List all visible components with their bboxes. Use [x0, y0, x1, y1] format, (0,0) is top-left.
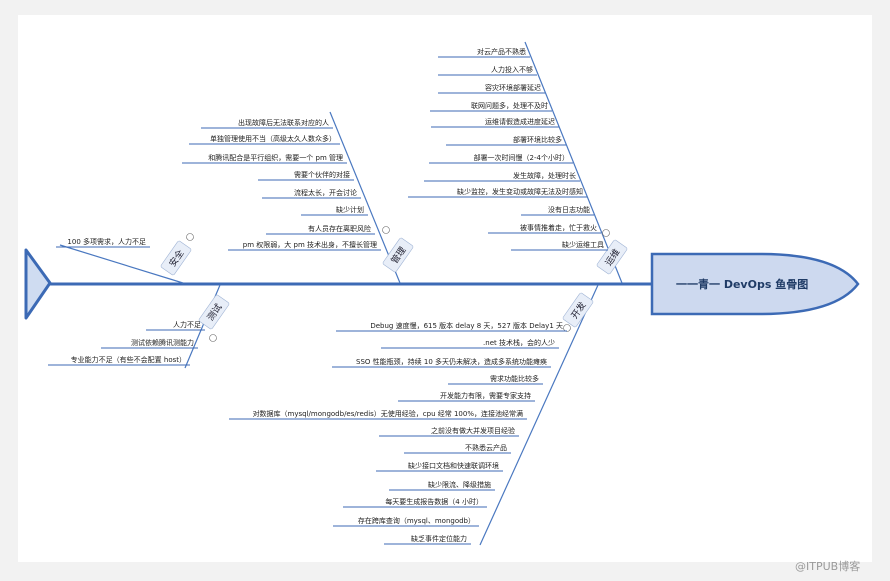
ops-cause-item: 部署一次时间慢（2-4个小时）	[474, 153, 569, 162]
dev-cause-item: 缺少接口文档和快速联调环境	[408, 461, 499, 470]
ops-cause-item: 容灾环境部署延迟	[485, 83, 541, 92]
category-box	[382, 237, 414, 273]
fish-head	[650, 252, 860, 316]
management-cause-item: 有人员存在离职风险	[308, 224, 371, 233]
dev-cause-item: 存在跨库查询（mysql、mongodb）	[358, 516, 475, 525]
category-management: 管理	[382, 237, 414, 273]
management-cause-item: pm 权限弱，大 pm 技术出身，不擅长管理	[243, 240, 377, 249]
management-cause-item: 和腾讯配合是平行组织，需要一个 pm 管理	[208, 153, 343, 162]
testing-cause-item: 专业能力不足（有些不会配置 host）	[71, 355, 186, 364]
ops-cause-item: 缺少运维工具	[562, 240, 604, 249]
dev-cause-item: 需求功能比较多	[490, 374, 539, 383]
dev-cause-item: 每天要生成报告数据（4 小时）	[385, 497, 483, 506]
dev-bone	[479, 284, 599, 546]
dev-cause-item: 之前没有做大并发项目经验	[431, 426, 515, 435]
fish-head-label: 一一青一 DevOps 鱼骨图	[676, 277, 808, 291]
dev-cause-item: 缺乏事件定位能力	[411, 534, 467, 543]
ops-cause-item: 部署环境比较多	[513, 135, 562, 144]
collapse-toggle[interactable]	[602, 229, 610, 237]
ops-cause-item: 运维请假造成进度延迟	[485, 117, 555, 126]
safety-cause-item: 100 多项需求，人力不足	[67, 237, 146, 246]
dev-cause-item: Debug 速度慢，615 版本 delay 8 天，527 版本 Delay1…	[370, 321, 563, 330]
category-box	[596, 239, 628, 275]
management-cause-item: 需要个伙伴的对接	[294, 170, 350, 179]
collapse-toggle[interactable]	[382, 226, 390, 234]
watermark-text: @ITPUB博客	[795, 559, 860, 573]
collapse-toggle[interactable]	[563, 324, 571, 332]
ops-bone	[524, 41, 623, 284]
collapse-toggle[interactable]	[186, 233, 194, 241]
testing-cause-item: 人力不足	[173, 320, 201, 329]
category-safety: 安全	[160, 240, 192, 276]
ops-cause-item: 缺少监控，发生变动或故障无法及时感知	[457, 187, 583, 196]
collapse-toggle[interactable]	[209, 334, 217, 342]
management-cause-item: 缺少计划	[336, 205, 364, 214]
category-ops: 运维	[596, 239, 628, 275]
dev-cause-item: SSO 性能瓶颈，持续 10 多天仍未解决，造成多系统功能瘫痪	[356, 357, 547, 366]
ops-cause-item: 发生故障，处理时长	[513, 171, 576, 180]
safety-bone	[59, 244, 184, 284]
ops-cause-item: 联网问题多，处理不及时	[471, 101, 548, 110]
cause-layer: 100 多项需求，人力不足 出现故障后无法联系对应的人单独管理使用不当（高级太久人…	[48, 47, 608, 545]
dev-cause-item: 不熟悉云产品	[465, 443, 507, 452]
dev-cause-item: 对数据库（mysql/mongodb/es/redis）无使用经验，cpu 经常…	[253, 409, 523, 418]
ops-cause-item: 没有日志功能	[548, 205, 590, 214]
ops-cause-item: 被事情推着走，忙于救火	[520, 223, 597, 232]
testing-cause-item: 测试依赖腾讯测能力	[131, 338, 194, 347]
dev-cause-item: 缺少限流、降级措施	[428, 480, 491, 489]
category-box	[160, 240, 192, 276]
category-testing: 测试	[198, 294, 230, 330]
category-box	[198, 294, 230, 330]
ops-cause-item: 人力投入不够	[491, 65, 533, 74]
dev-cause-item: 开发能力有限，需要专家支持	[440, 391, 531, 400]
category-box	[562, 292, 594, 328]
management-cause-item: 出现故障后无法联系对应的人	[238, 118, 329, 127]
management-cause-item: 流程太长，开会讨论	[294, 188, 357, 197]
ops-cause-item: 对云产品不熟悉	[477, 47, 526, 56]
management-cause-item: 单独管理使用不当（高级太久人数众多）	[210, 134, 336, 143]
fish-tail	[24, 248, 52, 320]
category-dev: 开发	[562, 292, 594, 328]
dev-cause-item: .net 技术栈，会的人少	[483, 338, 555, 347]
